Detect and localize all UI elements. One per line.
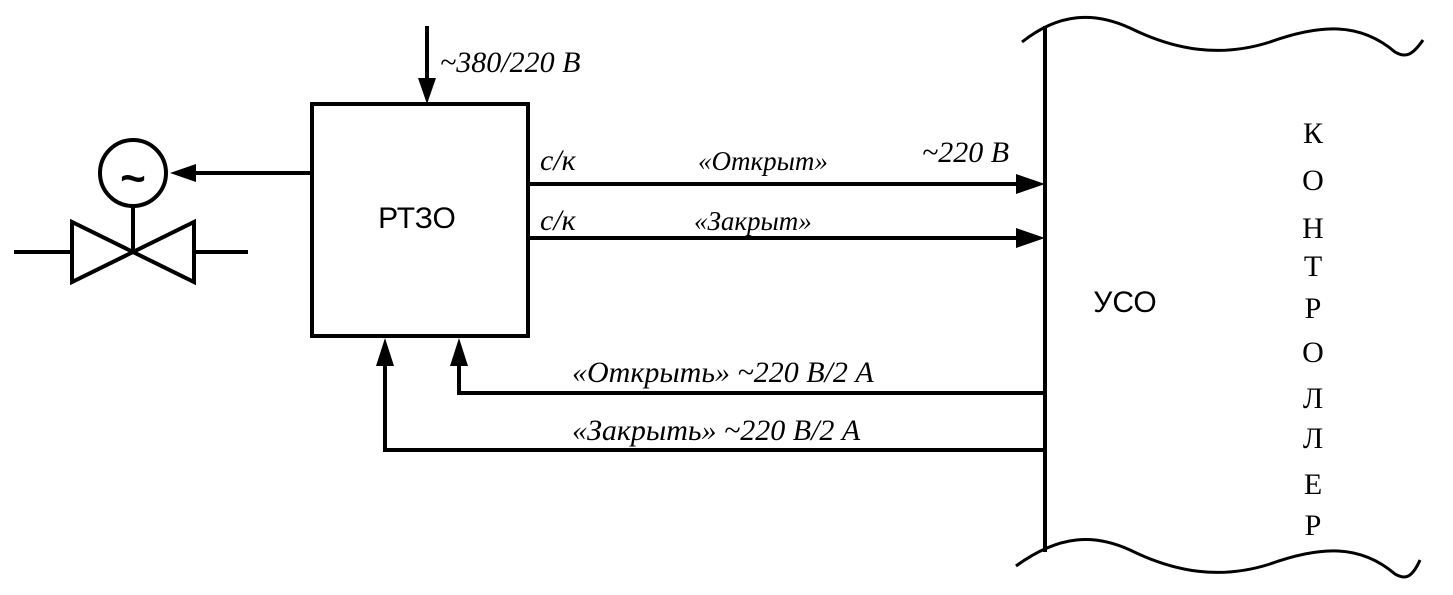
- valve-icon: [14, 218, 248, 286]
- signal-closed-label: «Закрыт»: [694, 206, 812, 236]
- signal-closed-arrowhead: [1016, 228, 1045, 248]
- cmd-open-line: [457, 360, 1047, 395]
- controller-letter: К: [1303, 117, 1324, 150]
- rtzo-label: РТЗО: [378, 202, 456, 235]
- controller-vertical-label: К О Н Т Р О Л Л Е Р: [1302, 117, 1324, 542]
- cmd-close-line: [383, 360, 1047, 452]
- controller-letter: Р: [1305, 509, 1322, 542]
- cmd-open-arrowhead: [450, 338, 468, 366]
- motor-symbol: ~: [120, 154, 146, 203]
- uso-label: УСО: [1093, 286, 1156, 319]
- contact-1-label: с/к: [540, 144, 577, 177]
- controller-letter: Е: [1304, 468, 1322, 501]
- cmd-close-label: «Закрыть» ~220 В/2 А: [572, 414, 861, 447]
- controller-letter: Л: [1303, 422, 1323, 455]
- contact-2-label: с/к: [540, 204, 577, 237]
- controller-letter: Р: [1305, 292, 1322, 325]
- controller-letter: О: [1302, 336, 1324, 369]
- controller-letter: Л: [1303, 382, 1323, 415]
- controller-letter: Н: [1302, 212, 1324, 245]
- controller-letter: Т: [1304, 250, 1322, 283]
- cmd-open-label: «Открыть» ~220 В/2 А: [572, 356, 874, 389]
- controller-top-edge: [1021, 15, 1425, 57]
- controller-letter: О: [1302, 164, 1324, 197]
- signal-voltage-label: ~220 В: [922, 136, 1009, 169]
- cmd-close-arrowhead: [376, 338, 394, 366]
- supply-label: ~380/220 В: [440, 46, 580, 79]
- signal-opened-arrowhead: [1016, 174, 1045, 194]
- rtzo-block: [310, 102, 530, 338]
- signal-opened-label: «Открыт»: [698, 146, 828, 176]
- supply-arrowhead: [418, 78, 436, 104]
- motor-link-arrowhead: [170, 164, 196, 182]
- controller-bottom-edge: [1015, 537, 1422, 579]
